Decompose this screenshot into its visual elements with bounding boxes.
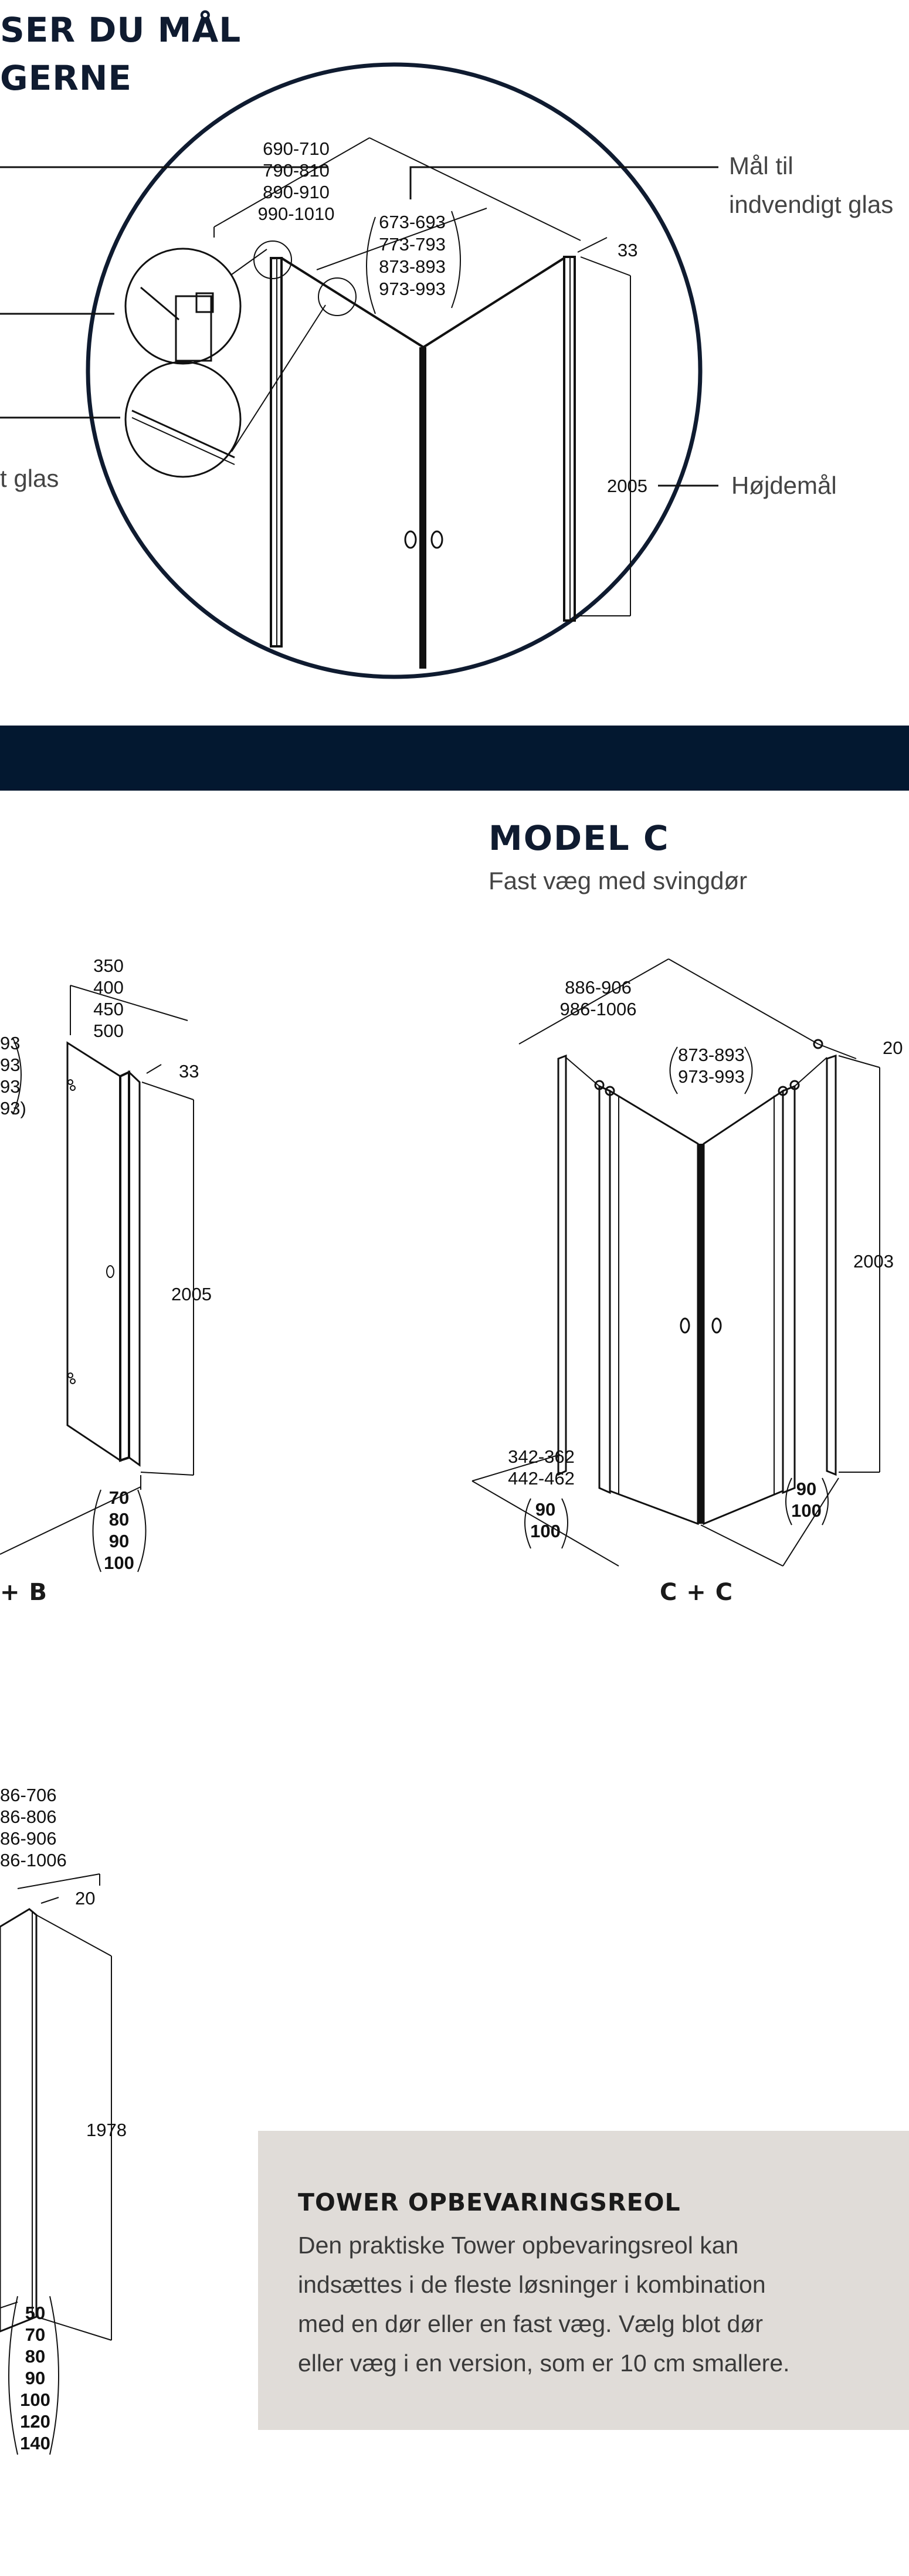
inner-glass-label-line2: indvendigt glas — [729, 191, 894, 218]
top-height-dim: 2005 — [607, 476, 647, 496]
detail-zoom-circle-1 — [124, 248, 242, 365]
outer-dim-3: 890-910 — [263, 182, 330, 202]
leader-inner-glass — [409, 166, 718, 199]
bottom-height-dim: 1978 — [86, 2120, 127, 2140]
detail-circle — [86, 62, 703, 679]
bottom-dim-1: 50 — [25, 2303, 46, 2323]
detail-zoom-circle-2 — [124, 361, 242, 478]
b-top-dim-3: 450 — [93, 999, 124, 1019]
left-partial-label: t glas — [0, 465, 59, 492]
b-caption: + B — [0, 1579, 48, 1606]
cc-caption: C + C — [660, 1579, 734, 1606]
tower-title: TOWER OPBEVARINGSREOL — [298, 2188, 681, 2216]
b-top-dim-2: 400 — [93, 977, 124, 998]
b-height-dim: 2005 — [171, 1284, 212, 1304]
cc-inner-dim-2: 973-993 — [678, 1066, 745, 1087]
tower-text-line-2: indsættes i de fleste løsninger i kombin… — [298, 2271, 766, 2298]
section-divider-band — [0, 726, 909, 791]
cc-right-bottom-bold-2: 100 — [791, 1500, 822, 1521]
inner-dim-4: 973-993 — [379, 279, 446, 299]
diagram-bottom — [0, 1873, 112, 2455]
cc-depth-dim: 20 — [883, 1038, 903, 1058]
cc-top-dim-1: 886-906 — [565, 977, 632, 998]
outer-dim-2: 790-810 — [263, 160, 330, 181]
tower-text-line-4: eller væg i en version, som er 10 cm sma… — [298, 2350, 790, 2377]
inner-glass-label-line1: Mål til — [729, 152, 793, 179]
b-left-dim-3: 93 — [0, 1076, 21, 1097]
page-heading-line2: GERNE — [0, 58, 133, 98]
diagram-b — [0, 985, 194, 1572]
bottom-dim-5: 100 — [20, 2389, 50, 2410]
bottom-top-dim-4: 86-1006 — [0, 1850, 67, 1870]
b-left-dim-4: 93) — [0, 1098, 26, 1118]
tower-info-box: TOWER OPBEVARINGSREOL Den praktiske Towe… — [258, 2131, 909, 2430]
inner-dim-1: 673-693 — [379, 212, 446, 232]
b-left-dim-1: 93 — [0, 1033, 21, 1053]
top-depth-dim: 33 — [618, 240, 638, 260]
b-bottom-dim-1: 70 — [108, 1487, 130, 1508]
b-left-dim-2: 93 — [0, 1055, 21, 1075]
cc-left-bottom-bold-2: 100 — [530, 1521, 561, 1541]
b-bottom-dim-4: 100 — [104, 1553, 134, 1573]
bottom-dim-6: 120 — [20, 2411, 50, 2432]
outer-dim-1: 690-710 — [263, 138, 330, 159]
model-c-title: MODEL C — [489, 818, 670, 858]
cc-top-dim-2: 986-1006 — [559, 999, 637, 1019]
bottom-top-dim-1: 86-706 — [0, 1785, 57, 1805]
top-circle-diagram — [0, 62, 718, 679]
b-bottom-dim-2: 80 — [108, 1509, 130, 1530]
b-top-dim-4: 500 — [93, 1021, 124, 1041]
cc-left-bottom-dim-1: 342-362 — [508, 1446, 575, 1467]
inner-dim-2: 773-793 — [379, 234, 446, 255]
diagram-c-plus-c — [472, 958, 880, 1567]
bottom-dim-7: 140 — [20, 2433, 50, 2453]
cc-left-bottom-bold-1: 90 — [535, 1499, 556, 1520]
outer-dim-4: 990-1010 — [257, 204, 335, 224]
bottom-dim-4: 90 — [25, 2368, 46, 2388]
cc-left-bottom-dim-2: 442-462 — [508, 1468, 575, 1489]
bottom-dim-3: 80 — [25, 2346, 46, 2367]
model-c-subtitle: Fast væg med svingdør — [489, 867, 748, 894]
cc-right-bottom-bold-1: 90 — [796, 1479, 817, 1499]
tower-text-line-3: med en dør eller en fast væg. Vælg blot … — [298, 2310, 764, 2337]
b-bottom-dim-3: 90 — [108, 1531, 130, 1551]
bottom-top-dim-3: 86-906 — [0, 1828, 57, 1849]
bottom-dim-2: 70 — [25, 2324, 46, 2345]
page-heading-line1: SER DU MÅL — [0, 10, 242, 50]
tower-text-line-1: Den praktiske Tower opbevaringsreol kan — [298, 2232, 739, 2259]
b-depth-dim: 33 — [179, 1061, 199, 1082]
cc-inner-dim-1: 873-893 — [678, 1045, 745, 1065]
cc-height-dim: 2003 — [853, 1251, 894, 1272]
height-label: Højdemål — [731, 472, 837, 499]
inner-dim-3: 873-893 — [379, 256, 446, 277]
bottom-top-dim-2: 86-806 — [0, 1806, 57, 1827]
b-top-dim-1: 350 — [93, 955, 124, 976]
bottom-depth-dim: 20 — [75, 1888, 96, 1909]
